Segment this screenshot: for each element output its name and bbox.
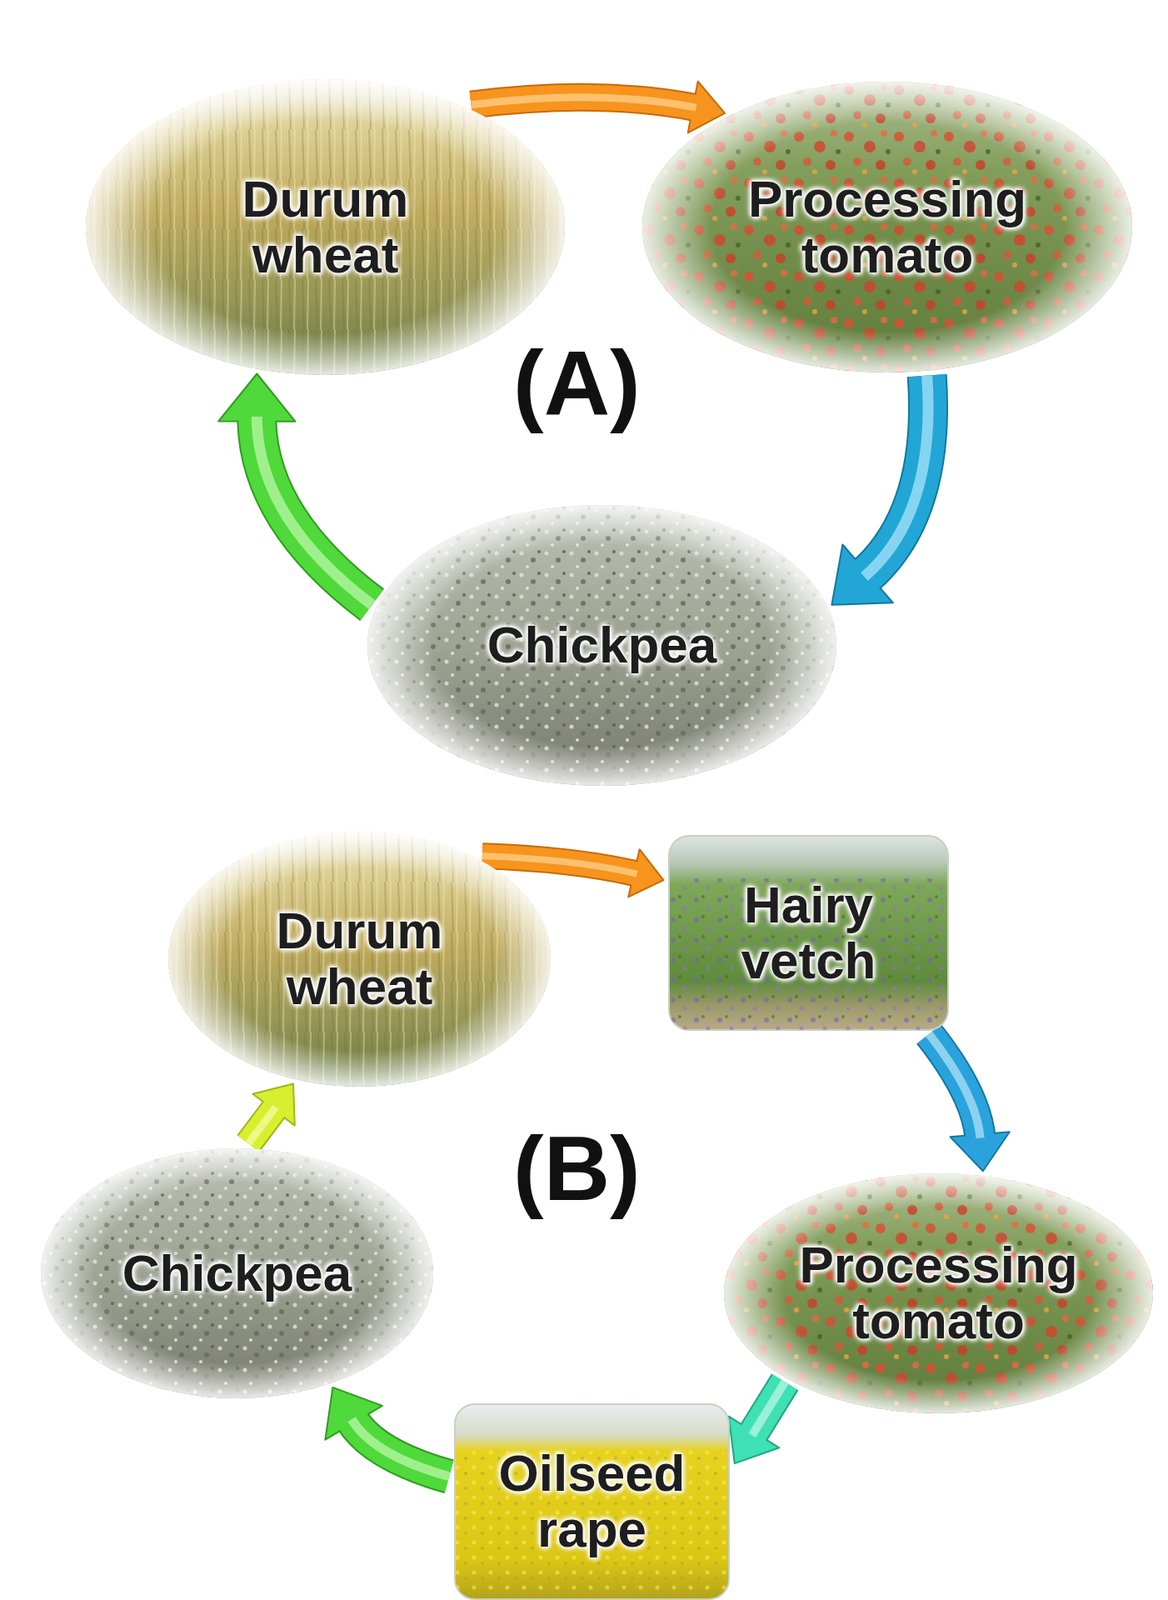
- crop-name: Oilseed rape: [499, 1445, 686, 1558]
- photo-fill: [367, 504, 837, 786]
- arrow-gloss: [863, 375, 929, 578]
- photo-fill: [168, 831, 551, 1087]
- rotation-arrow: [471, 81, 726, 134]
- arrow-body: [248, 1107, 276, 1144]
- arrow-body: [482, 855, 638, 874]
- crop-ellipse: Durum wheat: [85, 79, 565, 375]
- arrow-outline: [351, 1418, 450, 1477]
- arrow-outline: [752, 1381, 786, 1435]
- arrow-outline: [482, 855, 638, 874]
- rotation-arrow: [218, 374, 373, 605]
- arrow-body: [256, 416, 372, 605]
- arrow-body: [928, 1033, 981, 1139]
- crop-name: Chickpea: [122, 1245, 353, 1302]
- rotation-arrow: [831, 375, 929, 605]
- arrow-gloss: [752, 1381, 786, 1435]
- photo-fill: [367, 504, 837, 786]
- rotation-arrow: [928, 1033, 1010, 1171]
- panel-letter: (B): [513, 1122, 641, 1214]
- arrow-gloss: [256, 416, 372, 605]
- arrow-gloss: [471, 97, 697, 108]
- crop-ellipse: Chickpea: [367, 504, 837, 786]
- arrow-gloss: [351, 1418, 450, 1477]
- photo-fill: [642, 81, 1133, 373]
- photo-fill: [367, 504, 837, 786]
- photo-fill: [168, 831, 551, 1087]
- arrow-outline: [248, 1107, 276, 1144]
- photo-fill: [85, 79, 565, 375]
- crop-name: Hairy vetch: [741, 877, 877, 989]
- arrow-outline: [863, 375, 929, 578]
- rotation-arrow: [324, 1387, 450, 1477]
- photo-fill: [85, 79, 565, 375]
- crop-ellipse: Durum wheat: [168, 831, 551, 1087]
- photo-fill: [668, 835, 949, 1030]
- photo-fill: [723, 1172, 1154, 1413]
- photo-fill: [723, 1172, 1154, 1413]
- text-group: Chickpea: [487, 617, 718, 674]
- text-group: Oilseed rape: [499, 1445, 686, 1558]
- photo-fill: [723, 1172, 1154, 1413]
- photo-fill: [40, 1148, 434, 1398]
- crop-box: Oilseed rape: [454, 1402, 730, 1600]
- photo-fill: [168, 831, 551, 1087]
- photo-fill: [454, 1403, 729, 1599]
- arrow-outline: [928, 1033, 981, 1139]
- text-group: Chickpea: [122, 1245, 353, 1302]
- crop-name: Processing tomato: [748, 171, 1027, 284]
- photo-fill: [642, 81, 1133, 373]
- arrow-body: [752, 1381, 786, 1435]
- rotation-arrow: [728, 1381, 786, 1463]
- crop-name: Durum wheat: [276, 903, 444, 1015]
- crop-name: Durum wheat: [242, 171, 410, 284]
- photo-fill: [454, 1446, 729, 1599]
- crop-name: Processing tomato: [798, 1237, 1078, 1349]
- arrow-head: [218, 374, 295, 422]
- text-group: Durum wheat: [276, 903, 444, 1015]
- crop-ellipse: Processing tomato: [723, 1172, 1154, 1413]
- arrow-body: [863, 375, 929, 578]
- text-group: Durum wheat: [242, 171, 410, 284]
- text-group: Processing tomato: [748, 171, 1027, 284]
- arrow-gloss: [248, 1107, 276, 1144]
- photo-fill: [642, 81, 1133, 373]
- photo-fill: [40, 1148, 434, 1398]
- crop-name: Chickpea: [487, 617, 718, 674]
- photo-fill: [85, 79, 565, 375]
- text-group: Processing tomato: [798, 1237, 1078, 1349]
- crop-box: Hairy vetch: [668, 834, 949, 1031]
- crop-ellipse: Processing tomato: [642, 81, 1133, 373]
- arrow-body: [351, 1418, 450, 1477]
- arrow-gloss: [928, 1033, 981, 1139]
- panel-letter: (A): [513, 336, 641, 429]
- arrow-outline: [256, 416, 372, 605]
- arrow-outline: [471, 97, 697, 108]
- arrow-gloss: [482, 855, 638, 874]
- text-group: Hairy vetch: [741, 877, 877, 989]
- crop-ellipse: Chickpea: [40, 1148, 434, 1398]
- rotation-arrow: [248, 1083, 295, 1144]
- photo-fill: [40, 1148, 434, 1398]
- arrow-body: [471, 97, 697, 108]
